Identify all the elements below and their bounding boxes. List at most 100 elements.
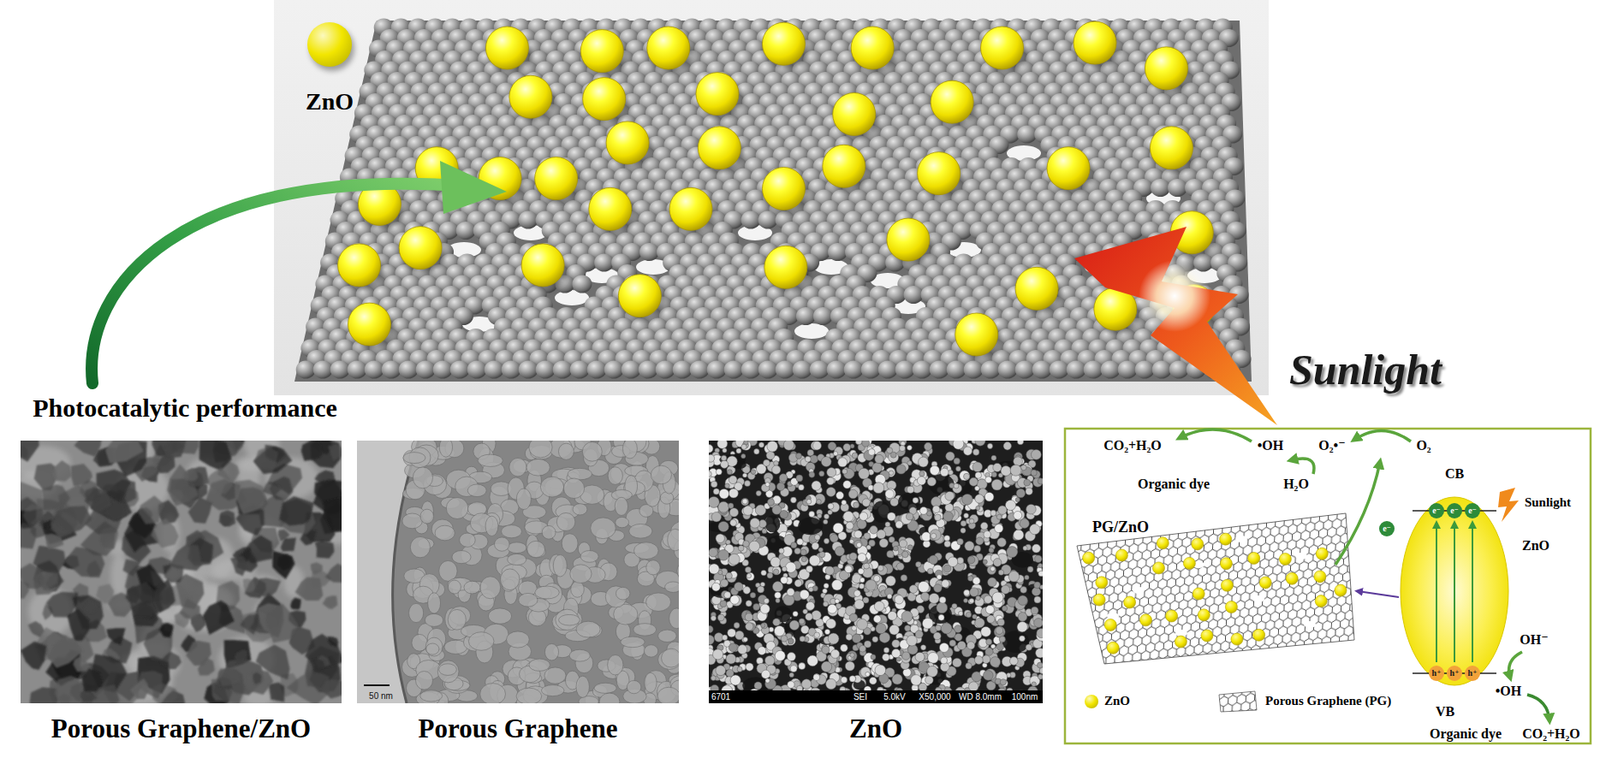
zno-sphere bbox=[761, 167, 805, 211]
graphene-sphere bbox=[796, 307, 816, 326]
zno-sphere bbox=[647, 26, 690, 70]
pg-hole bbox=[1175, 630, 1188, 637]
sheet-hole bbox=[794, 323, 829, 340]
pg-hole bbox=[1235, 535, 1248, 543]
graphene-sphere bbox=[638, 361, 659, 380]
graphene-sphere bbox=[416, 361, 436, 380]
graphene-sphere bbox=[826, 361, 847, 380]
pg-hole bbox=[1106, 612, 1119, 620]
zno-dot bbox=[1285, 572, 1298, 585]
zno-sphere bbox=[1073, 21, 1117, 65]
graphene-sphere bbox=[844, 361, 864, 380]
graphene-sphere bbox=[639, 243, 660, 262]
graphene-sphere bbox=[904, 285, 924, 304]
zno-dot bbox=[1219, 533, 1232, 546]
graphene-sphere bbox=[1015, 361, 1035, 380]
zno-sphere bbox=[580, 29, 624, 73]
zno-dot bbox=[1183, 557, 1196, 570]
zno-dot bbox=[1174, 636, 1187, 649]
zno-dot bbox=[1225, 601, 1238, 614]
zno-sphere bbox=[588, 187, 632, 231]
graphene-sphere bbox=[535, 361, 556, 380]
micrograph-panel: Porous Graphene/ZnO bbox=[20, 440, 342, 750]
graphene-sphere bbox=[809, 361, 830, 380]
light-glow bbox=[1138, 260, 1211, 333]
zno-dot bbox=[1191, 538, 1204, 551]
zno-sphere bbox=[1015, 267, 1059, 310]
zno-dot bbox=[1334, 584, 1347, 597]
graphene-sphere bbox=[1017, 125, 1037, 144]
graphene-sphere bbox=[813, 307, 833, 326]
zno-sphere bbox=[535, 157, 578, 201]
zno-sphere bbox=[850, 26, 894, 70]
tem-particle bbox=[268, 683, 286, 703]
zno-dot bbox=[1201, 630, 1214, 643]
graphene-sphere bbox=[861, 361, 881, 380]
zno-sphere bbox=[697, 126, 741, 170]
graphene-sphere bbox=[604, 361, 625, 380]
zno-sphere bbox=[606, 121, 649, 165]
zno-sphere bbox=[764, 245, 808, 289]
graphene-sphere bbox=[1150, 178, 1171, 197]
graphene-sphere bbox=[689, 361, 710, 380]
graphene-sphere bbox=[929, 361, 950, 380]
zno-sphere bbox=[509, 75, 553, 119]
zno-dot bbox=[1095, 576, 1108, 589]
zno-dot bbox=[1314, 595, 1327, 608]
graphene-sphere bbox=[1083, 361, 1104, 380]
zno-sphere bbox=[582, 77, 626, 121]
graphene-sphere bbox=[741, 211, 762, 230]
pg-hole bbox=[1295, 553, 1308, 560]
graphene-sphere bbox=[912, 361, 933, 380]
zno-sphere bbox=[930, 80, 974, 124]
graphene-sphere bbox=[792, 361, 813, 380]
graphene-sphere bbox=[330, 361, 351, 380]
graphene-sphere bbox=[501, 361, 522, 380]
zno-sphere bbox=[695, 72, 739, 116]
graphene-sphere bbox=[963, 361, 984, 380]
graphene-sphere bbox=[381, 361, 402, 380]
zno-dot bbox=[1220, 579, 1233, 592]
zno-sphere bbox=[348, 303, 392, 346]
graphene-sphere bbox=[587, 361, 607, 380]
graphene-sphere bbox=[450, 361, 470, 380]
graphene-sphere bbox=[946, 361, 967, 380]
zno-sphere bbox=[669, 187, 713, 231]
zno-dot bbox=[1082, 552, 1095, 565]
zno-sphere bbox=[398, 226, 442, 270]
graphene-sphere bbox=[827, 243, 848, 262]
graphene-sphere bbox=[518, 361, 539, 380]
zno-sphere bbox=[1046, 147, 1090, 191]
zno-sphere bbox=[1144, 47, 1188, 90]
zno-dot bbox=[1192, 588, 1205, 601]
zno-dot bbox=[1106, 642, 1119, 655]
zno-dot bbox=[1104, 619, 1117, 632]
zno-dot bbox=[1124, 596, 1137, 609]
graphene-sphere bbox=[570, 361, 590, 380]
graphene-sphere bbox=[1066, 361, 1087, 380]
graphene-sphere bbox=[981, 361, 1001, 380]
zno-dot bbox=[1140, 614, 1153, 627]
zno-dot bbox=[1231, 633, 1244, 646]
graphene-sphere bbox=[1135, 361, 1155, 380]
zno-dot bbox=[1093, 594, 1106, 607]
zno-sphere bbox=[761, 22, 805, 66]
graphene-sphere bbox=[758, 361, 779, 380]
graphene-sphere bbox=[398, 361, 419, 380]
zno-dot bbox=[1315, 547, 1328, 560]
graphene-sphere bbox=[1100, 361, 1121, 380]
graphene-sphere bbox=[1118, 361, 1138, 380]
graphene-sphere bbox=[1032, 361, 1053, 380]
pg-hole bbox=[1252, 595, 1265, 603]
micrograph-image bbox=[20, 440, 342, 704]
pg-hole bbox=[1132, 587, 1145, 595]
graphene-sphere bbox=[467, 361, 488, 380]
graphene-sphere bbox=[741, 361, 762, 380]
graphene-sphere bbox=[347, 361, 368, 380]
graphene-sphere bbox=[313, 361, 334, 380]
zno-dot bbox=[1248, 553, 1261, 566]
zno-sphere bbox=[917, 152, 961, 196]
zno-sphere bbox=[886, 218, 930, 262]
graphene-sphere bbox=[1049, 361, 1070, 380]
